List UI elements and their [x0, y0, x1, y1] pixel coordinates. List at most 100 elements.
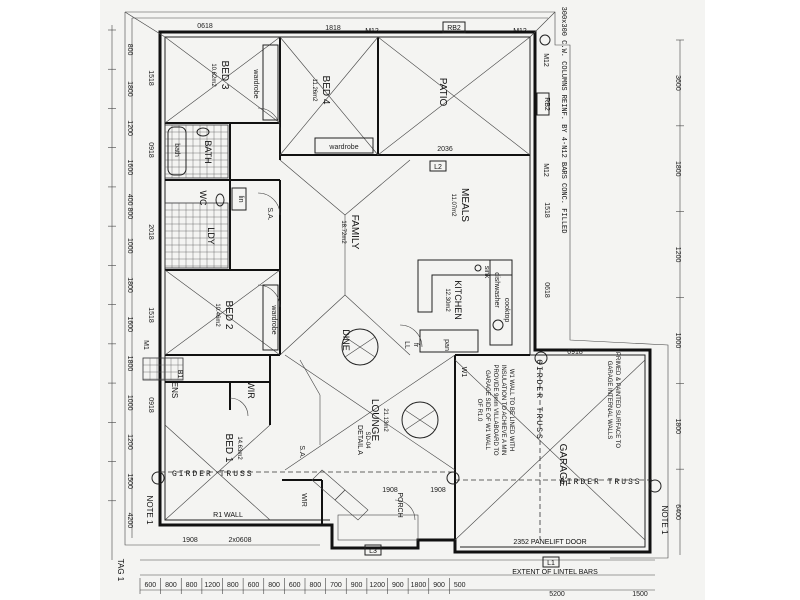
- right-chain-value: 1800: [674, 418, 681, 434]
- dim-left-bed3: 1518: [147, 70, 154, 86]
- r1-wall-label: R1 WALL: [213, 512, 243, 519]
- left-chain-value: 1500: [126, 473, 133, 489]
- svg-text:W1 WALL TO BE LINED WITH: W1 WALL TO BE LINED WITH: [508, 369, 514, 451]
- marker-m12-c: M12: [542, 53, 549, 67]
- dim-left-ldy: 2018: [147, 224, 154, 240]
- left-chain-value: 1800: [126, 277, 133, 293]
- bottom-chain-value: 600: [248, 582, 260, 589]
- room-bed1-name: BED 1: [223, 434, 234, 463]
- bottom-total-value: 5200: [549, 591, 565, 598]
- room-garage-name: GARAGE: [557, 444, 568, 487]
- bottom-chain-value: 1200: [369, 582, 385, 589]
- linen-label: lin: [237, 195, 244, 202]
- marker-rb2-top: RB2: [447, 25, 461, 32]
- right-chain-value: 6400: [674, 504, 681, 520]
- right-chain-value: 3600: [674, 75, 681, 91]
- tag-bottom-label: TAG 1: [116, 559, 125, 582]
- room-kitchen-area: 12.30m2: [444, 288, 450, 312]
- svg-text:300x300 C.W. COLUMNS REINF. BY: 300x300 C.W. COLUMNS REINF. BY 4-N12 BAR…: [559, 7, 567, 234]
- roof-outline: [124, 11, 669, 559]
- girder-truss-vertical: GIRDER TRUSS: [534, 359, 543, 441]
- bathtub: [167, 126, 187, 176]
- dim-bottom-garage-a: 1908: [430, 487, 446, 494]
- bottom-chain-value: 800: [309, 582, 321, 589]
- dim-kitchen-bottom: 0918: [567, 349, 583, 356]
- left-chain-value: 1200: [126, 434, 133, 450]
- ceiling-roses: [299, 328, 439, 445]
- detail-label: DETAIL A: [356, 425, 363, 455]
- marker-b1: B1: [176, 370, 183, 379]
- bottom-total-value: 1500: [632, 591, 648, 598]
- marker-m12-a: M12: [365, 28, 379, 35]
- wardrobe-bed3-label: wardrobe: [252, 68, 259, 98]
- smoke-alarm-1: S.A.: [266, 207, 273, 220]
- svg-text:INSULATION TO ACHIEVE A MIN: INSULATION TO ACHIEVE A MIN: [500, 365, 506, 456]
- dishwasher-label: dishwasher: [493, 272, 500, 308]
- panelift-door-label: 2352 PANELIFT DOOR: [513, 539, 586, 546]
- room-bed4-name: BED 4: [320, 76, 331, 105]
- room-wir-name: WIR: [246, 381, 256, 399]
- kitchen-benches: [417, 259, 513, 353]
- left-chain-value: 4200: [126, 513, 133, 529]
- drawing-sheet: [100, 0, 705, 600]
- roof-hip-lines: [124, 11, 646, 541]
- dim-meals-right: 1518: [543, 202, 550, 218]
- room-lounge-area: 21.13m2: [382, 408, 388, 432]
- room-meals-area: 11.07m2: [450, 194, 456, 218]
- marker-m1: M1: [142, 340, 149, 350]
- fridge-label: fr: [412, 343, 419, 348]
- wardrobe-bed2-label: wardrobe: [270, 304, 277, 334]
- columns: [151, 34, 662, 493]
- bottom-chain-value: 600: [289, 582, 301, 589]
- marker-m12-d: M12: [542, 163, 549, 177]
- room-labels: BED 3 10.62m2 BED 4 11.26m2 PATIO BATH W…: [170, 61, 568, 518]
- left-chain-value: 1200: [126, 120, 133, 136]
- drawing-notes: 300x300 C.W. COLUMNS REINF. BY 4-N12 BAR…: [116, 7, 669, 582]
- note-1-right: NOTE 1: [660, 506, 669, 535]
- wardrobe-bed4-label: wardrobe: [328, 144, 358, 151]
- marker-l2: L2: [434, 164, 442, 171]
- left-chain-value: 1800: [126, 356, 133, 372]
- room-bed3-area: 10.62m2: [210, 63, 216, 87]
- lintel-extent-label: EXTENT OF LINTEL BARS: [512, 569, 598, 576]
- bottom-chain-value: 700: [330, 582, 342, 589]
- dim-top-left: 0618: [197, 23, 213, 30]
- left-chain-value: 800: [126, 44, 133, 56]
- svg-text:GARAGE SIDE OF W1 WALL: GARAGE SIDE OF W1 WALL: [484, 370, 490, 450]
- interior-walls: [165, 37, 530, 547]
- dim-left-ens: 0918: [147, 397, 154, 413]
- right-chain-value: 1800: [674, 161, 681, 177]
- bottom-chain-value: 900: [433, 582, 445, 589]
- room-porch-name: PORCH: [396, 492, 403, 517]
- room-bath-name: BATH: [203, 140, 213, 163]
- room-ldy-name: LDY: [206, 227, 216, 245]
- door-swings: [229, 107, 423, 521]
- right-chain-value: 1000: [674, 333, 681, 349]
- bottom-chain-value: 1200: [204, 582, 220, 589]
- marker-w1: W1: [460, 367, 467, 378]
- right-chain-value: 1200: [674, 247, 681, 263]
- left-chain-value: 1600: [126, 160, 133, 176]
- svg-text:GARAGE INTERNAL WALLS: GARAGE INTERNAL WALLS: [606, 361, 612, 440]
- bottom-dimension-totals: 5200 1500: [549, 591, 648, 598]
- left-chain-value: 1800: [126, 81, 133, 97]
- room-meals-name: MEALS: [459, 188, 470, 222]
- dim-left-bath: 0918: [147, 142, 154, 158]
- dim-bottom-bed1: 1908: [182, 537, 198, 544]
- fixture-labels: wardrobe wardrobe wardrobe bath lin dish…: [173, 68, 510, 506]
- room-bed3-name: BED 3: [219, 61, 230, 90]
- room-kitchen-name: KITCHEN: [453, 280, 463, 320]
- porch-steps: [311, 469, 419, 541]
- garage-wall-note: W1 WALL TO BE LINED WITH INSULATION TO A…: [476, 364, 514, 455]
- bottom-chain-value: 900: [392, 582, 404, 589]
- detail-sub-label: SD-04: [364, 431, 370, 449]
- bottom-chain-value: 500: [454, 582, 466, 589]
- girder-trusses: [160, 360, 655, 540]
- room-lounge-name: LOUNGE: [369, 399, 380, 442]
- room-bed2-area: 10.46m2: [214, 303, 220, 327]
- bottom-chain-value: 800: [227, 582, 239, 589]
- bottom-chain-value: 800: [186, 582, 198, 589]
